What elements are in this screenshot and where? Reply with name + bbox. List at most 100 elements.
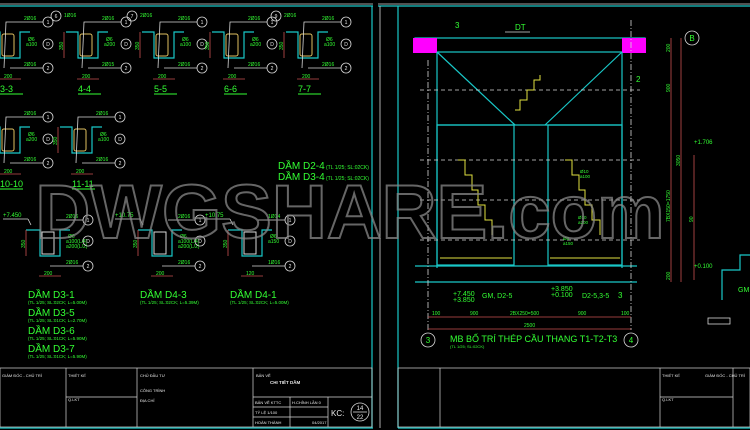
top-bar-label: 1Ø14	[268, 214, 280, 220]
marker-label: 2	[47, 161, 50, 167]
beam-title: DẦM D4-1	[230, 288, 277, 301]
marker-label: 1	[47, 20, 50, 26]
rebar-spacing: a200	[578, 220, 589, 225]
top-bar-label: 2Ø16	[102, 16, 114, 22]
leader	[81, 21, 94, 69]
section-mark: 3	[618, 291, 623, 300]
stirrup-spacing: a100(L/4)	[178, 239, 200, 245]
marker-label: 2	[119, 161, 122, 167]
stirrup-spacing: a100	[180, 42, 191, 48]
dimension-total: 3050	[676, 155, 682, 166]
marker-label: 2	[271, 66, 274, 72]
rebar-label: Ø8	[563, 236, 570, 241]
column-right	[622, 38, 646, 53]
stirrup-spacing: a200	[250, 42, 261, 48]
marker-circle	[270, 10, 282, 22]
height-dimension: 350	[53, 136, 59, 145]
level-mark: +7.450	[453, 291, 475, 298]
beam-note: (TL 1/25; SL:01CK; L=5.90M)	[28, 354, 87, 359]
width-dimension: 200	[82, 74, 91, 80]
marker-circle	[42, 16, 54, 28]
leader	[75, 116, 88, 164]
beam-title: DẦM D3-5	[28, 306, 75, 319]
extra-bar-label: 2Ø16	[284, 13, 296, 19]
marker-circle	[82, 260, 94, 272]
marker-circle	[194, 214, 206, 226]
bottom-bar-label: 2Ø15	[102, 62, 114, 68]
axis-label: 3	[426, 336, 431, 345]
height-dimension: 350	[59, 41, 65, 50]
marker-circle	[340, 16, 352, 28]
marker-circle	[284, 260, 296, 272]
dimension: 200	[666, 43, 672, 52]
stirrup	[153, 231, 167, 255]
check-label: Q.LKT	[68, 397, 80, 402]
drawing-label: BẢN VẼ	[256, 373, 271, 378]
top-bar-label: 2Ø16	[96, 111, 108, 117]
project-label: CÔNG TRÌNH	[140, 388, 165, 393]
stirrup	[73, 128, 87, 152]
stirrup	[1, 128, 15, 152]
top-bar-label: 2Ø16	[66, 214, 78, 220]
bottom-bar-label: 2Ø16	[24, 157, 36, 163]
section-outline	[212, 31, 254, 59]
marker-label: 6	[55, 14, 58, 20]
dimension-total: 2500	[524, 323, 535, 329]
width-dimension: 200	[158, 74, 167, 80]
stirrup-spacing: a200	[104, 42, 115, 48]
level-line	[229, 218, 234, 226]
marker-label: 1	[119, 115, 122, 121]
marker-circle	[114, 111, 126, 123]
beam-note: (TL 1/25; SL:02CK)	[326, 165, 369, 171]
sheet-number: 14	[357, 406, 364, 412]
marker-circle	[266, 38, 278, 50]
level-mark: +1.706	[694, 140, 713, 146]
height-dimension: 350	[279, 41, 285, 50]
width-dimension: 200	[156, 271, 165, 277]
bottom-bar-label: 2Ø16	[178, 260, 190, 266]
dimension: 200	[666, 271, 672, 280]
beam-outline	[26, 229, 70, 257]
right-title-block: GIÁM ĐỐC - CHỦ TRÌ THIẾT KẾ Q.LKT	[397, 367, 750, 428]
width-dimension: 200	[228, 74, 237, 80]
top-bar-label: 2Ø16	[24, 111, 36, 117]
section-mark: 3	[455, 21, 460, 30]
marker-circle	[196, 62, 208, 74]
level-mark: +10.75	[205, 213, 224, 219]
section-label: 11-11	[72, 179, 94, 189]
extra-bar-label: 1Ø16	[64, 13, 76, 19]
beam-outline	[138, 229, 182, 257]
sheet-type: BẢN VẼ KTTC	[255, 400, 281, 405]
section-outline	[60, 126, 102, 154]
height-dimension: 350	[205, 41, 211, 50]
dimension: 2BX250=500	[510, 311, 539, 317]
location-label: ĐỊA CHỈ	[140, 398, 154, 403]
beam-sections: 2Ø16Ø6a1002Ø161D22003-32Ø16Ø6a2002Ø151D2…	[0, 10, 352, 190]
stirrup-label: Ø6	[28, 37, 35, 43]
marker-label: 1	[201, 20, 204, 26]
marker-label: 7	[131, 14, 134, 20]
bottom-bar-label: 2Ø16	[66, 260, 78, 266]
stirrup-label: Ø6	[100, 132, 107, 138]
section-label: 7-7	[298, 84, 311, 94]
marker-circle	[126, 10, 138, 22]
marker-circle	[266, 62, 278, 74]
beam-title: DẦM D3-1	[28, 288, 75, 301]
marker-circle	[266, 16, 278, 28]
rebar-spacing: a150	[563, 241, 574, 246]
level-line	[27, 218, 32, 226]
marker-label: 2	[125, 66, 128, 72]
bottom-bar-label: 2Ø16	[24, 62, 36, 68]
marker-label: D	[198, 239, 202, 245]
marker-label: 2	[199, 264, 202, 270]
stirrup-label: Ø6	[326, 37, 333, 43]
beam-reference: GM	[738, 287, 749, 294]
marker-label: 1	[125, 20, 128, 26]
stirrup	[225, 33, 239, 57]
